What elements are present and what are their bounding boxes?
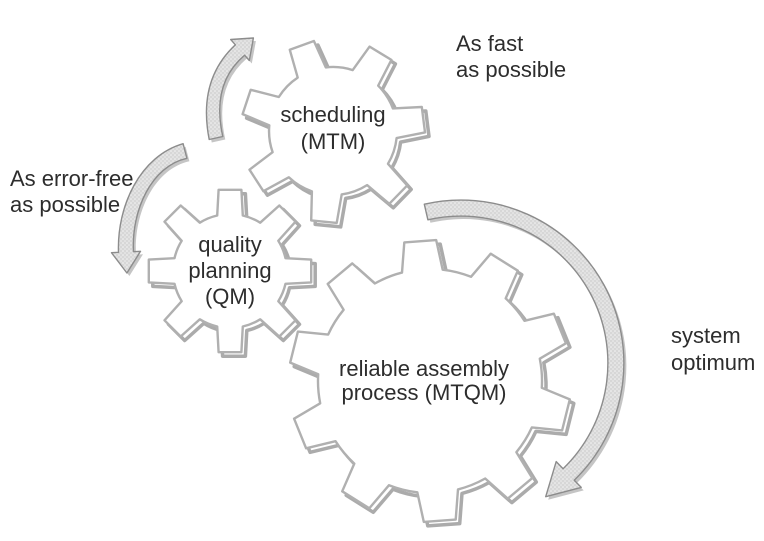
system-optimum-arrow bbox=[423, 199, 627, 500]
label-line: reliable assembly bbox=[339, 356, 509, 381]
label-line: quality bbox=[198, 232, 262, 257]
label-line: system bbox=[671, 323, 741, 348]
label-line: As fast bbox=[456, 31, 524, 56]
label-line: process (MTQM) bbox=[341, 380, 507, 405]
label-line: (QM) bbox=[204, 284, 256, 309]
system-optimum-arrow-shape bbox=[423, 199, 625, 498]
error-free-arrow bbox=[110, 143, 190, 276]
quality-planning-gear-shape bbox=[147, 188, 313, 354]
as-fast-arrow-shape bbox=[208, 41, 256, 143]
as-fast-arrow-shape bbox=[205, 37, 255, 141]
assembly-process-gear-label: reliable assembly process (MTQM) bbox=[339, 357, 509, 405]
label-line: scheduling bbox=[280, 102, 386, 127]
quality-planning-gear-label: quality planning (QM) bbox=[188, 232, 271, 310]
scheduling-gear bbox=[241, 39, 431, 229]
error-free-arrow-shape bbox=[110, 143, 188, 274]
quality-planning-gear bbox=[147, 188, 317, 358]
scheduling-gear-shape bbox=[241, 39, 427, 225]
label-line: optimum bbox=[671, 350, 756, 375]
label-line: as possible bbox=[456, 57, 567, 82]
assembly-process-gear-shape bbox=[289, 238, 571, 524]
assembly-process-gear bbox=[289, 238, 576, 528]
as-fast-annotation: As fast as possible bbox=[456, 31, 566, 83]
label-line: (MTM) bbox=[300, 129, 366, 154]
as-fast-arrow bbox=[205, 37, 256, 143]
system-optimum-annotation: system optimum bbox=[671, 322, 755, 376]
label-line: As error-free bbox=[10, 166, 134, 191]
label-line: planning bbox=[188, 258, 272, 283]
scheduling-gear-label: scheduling (MTM) bbox=[280, 101, 385, 155]
error-free-annotation: As error-free as possible bbox=[10, 166, 133, 218]
label-line: as possible bbox=[10, 192, 121, 217]
